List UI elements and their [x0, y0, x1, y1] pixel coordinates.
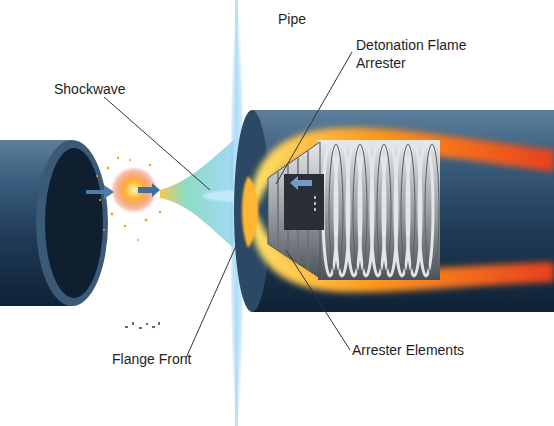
part-label: Pipe — [278, 10, 358, 28]
explosion — [96, 157, 161, 329]
flame-front — [242, 176, 259, 248]
part-label: Arrester Elements — [352, 341, 512, 359]
flow-arrow — [86, 185, 114, 199]
debris — [125, 322, 160, 329]
arrester-housing — [318, 140, 440, 280]
right-pipe — [234, 110, 554, 312]
pipe-opening — [45, 148, 103, 298]
leader-line — [104, 97, 210, 190]
flames — [242, 128, 554, 292]
left-pipe — [0, 140, 114, 306]
part-label: Flange Front — [112, 350, 222, 368]
leader-lines — [104, 52, 352, 358]
arrester-chamber — [284, 174, 324, 230]
arrester-coil — [323, 144, 433, 276]
flow-arrow — [138, 183, 160, 197]
flow-arrow — [290, 176, 312, 190]
arrester-coil-shade — [329, 144, 439, 276]
part-label: Detonation Flame Arrester — [356, 36, 476, 72]
pipe-rim — [234, 110, 270, 312]
leader-line — [286, 250, 350, 350]
sparks — [96, 157, 161, 241]
arrester — [268, 140, 440, 280]
leader-line — [186, 246, 236, 358]
leader-line — [276, 52, 352, 184]
chamber-mark — [314, 196, 316, 212]
pipe-rim — [36, 140, 108, 306]
part-label: Shockwave — [54, 80, 164, 98]
